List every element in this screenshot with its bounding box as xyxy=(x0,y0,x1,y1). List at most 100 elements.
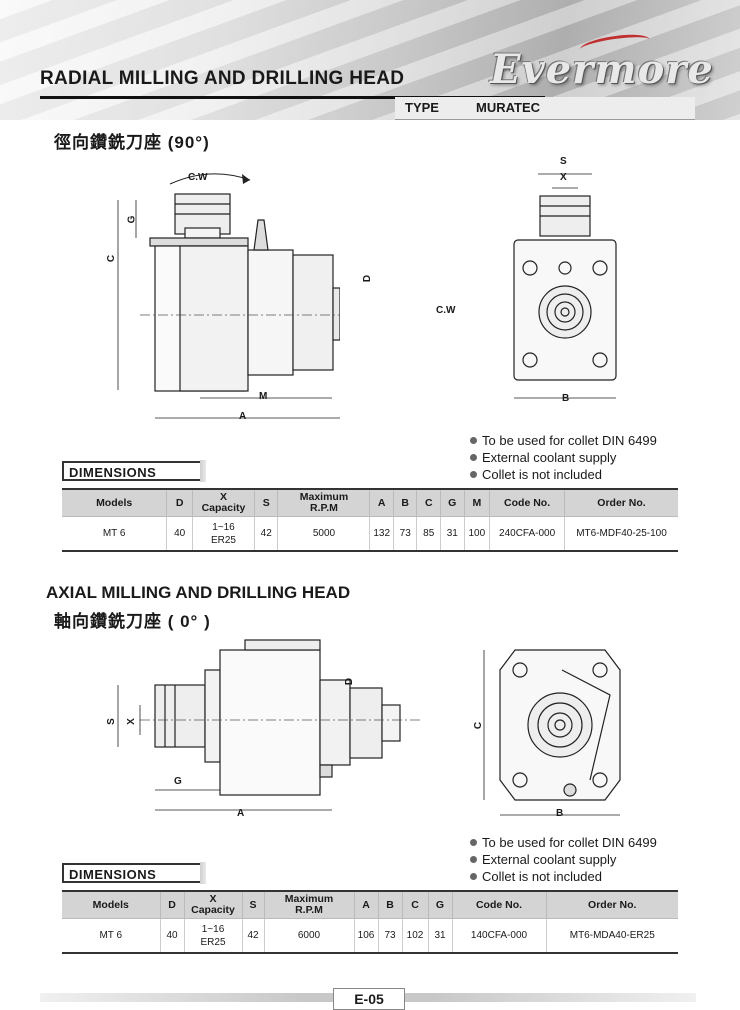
axial-main-body xyxy=(219,649,321,796)
th-models: Models xyxy=(62,892,161,919)
dim-g-label: G xyxy=(126,215,138,224)
type-label: TYPE xyxy=(405,100,439,115)
th-order: Order No. xyxy=(545,892,678,919)
cell-rpm: 5000 xyxy=(277,516,371,552)
radial-side-drawing xyxy=(117,173,340,419)
cw-top-label: C.W xyxy=(188,172,208,183)
axial-dim-x-label: X xyxy=(125,718,137,725)
th-s: S xyxy=(241,892,265,919)
cell-c: 85 xyxy=(416,516,441,552)
note-item: Collet is not included xyxy=(470,868,657,885)
th-code: Code No. xyxy=(489,490,566,517)
cell-d: 40 xyxy=(166,516,193,552)
cell-b: 73 xyxy=(392,516,418,552)
dim-d-label: D xyxy=(362,274,374,283)
axial-dim-b-label: B xyxy=(556,808,564,819)
cell-g: 31 xyxy=(440,516,465,552)
cell-b: 73 xyxy=(377,918,403,954)
note-item: Collet is not included xyxy=(470,466,657,483)
dim-b-label: B xyxy=(562,393,570,404)
table-top-rule xyxy=(62,488,678,490)
section1-title-cjk: 徑向鑽銑刀座 (90°) xyxy=(54,133,210,152)
cell-m: 100 xyxy=(463,516,491,552)
title-underline xyxy=(40,96,545,99)
axial-dim-c-label: C xyxy=(473,721,485,730)
dimensions-label-2: DIMENSIONS xyxy=(62,863,202,883)
top-plate xyxy=(149,237,249,247)
cell-order: MT6-MDA40-ER25 xyxy=(545,918,678,954)
th-d: D xyxy=(159,892,185,919)
axial-dim-s-label: S xyxy=(105,718,117,725)
th-code: Code No. xyxy=(451,892,547,919)
th-a: A xyxy=(353,892,379,919)
dim-s-label: S xyxy=(560,156,567,167)
cell-rpm: 6000 xyxy=(263,918,355,954)
cell-code: 240CFA-000 xyxy=(489,516,566,552)
section1-notes: To be used for collet DIN 6499 External … xyxy=(470,432,657,483)
th-d: D xyxy=(166,490,193,517)
th-g: G xyxy=(427,892,453,919)
radial-front-drawing xyxy=(513,173,617,399)
brand-logo: Evermore xyxy=(490,46,714,93)
cw-side-label: C.W xyxy=(436,305,456,316)
note-item: To be used for collet DIN 6499 xyxy=(470,834,657,851)
th-s: S xyxy=(253,490,279,517)
th-b: B xyxy=(377,892,403,919)
table2-top-rule xyxy=(62,890,678,892)
page-title: RADIAL MILLING AND DRILLING HEAD xyxy=(40,68,405,89)
axial-front-drawing xyxy=(483,649,621,816)
dim-a-label: A xyxy=(239,411,247,422)
cell-a: 106 xyxy=(353,918,379,954)
axial-side-drawing xyxy=(117,639,420,811)
cell-model: MT 6 xyxy=(62,918,161,954)
cell-a: 132 xyxy=(369,516,394,552)
cell-d: 40 xyxy=(159,918,185,954)
note-item: External coolant supply xyxy=(470,851,657,868)
axial-collet-nut xyxy=(154,684,206,748)
note-item: To be used for collet DIN 6499 xyxy=(470,432,657,449)
dimensions-tab-fill xyxy=(200,460,206,482)
header-background xyxy=(0,0,740,120)
cell-s: 42 xyxy=(241,918,265,954)
cell-code: 140CFA-000 xyxy=(451,918,547,954)
cell-c: 102 xyxy=(401,918,429,954)
axial-dim-d-label: D xyxy=(344,677,356,686)
th-order: Order No. xyxy=(564,490,678,517)
th-a: A xyxy=(369,490,394,517)
type-bar xyxy=(395,97,695,120)
axial-dim-g-label: G xyxy=(174,776,182,787)
section2-title-cjk: 軸向鑽銑刀座 ( 0° ) xyxy=(54,612,211,631)
th-g: G xyxy=(440,490,465,517)
note-item: External coolant supply xyxy=(470,449,657,466)
cell-g: 31 xyxy=(427,918,453,954)
dim-c-label: C xyxy=(106,254,118,263)
section2-title: AXIAL MILLING AND DRILLING HEAD xyxy=(46,583,351,602)
dim-m-label: M xyxy=(259,391,268,402)
th-c: C xyxy=(416,490,441,517)
cell-model: MT 6 xyxy=(62,516,168,552)
dimensions-label: DIMENSIONS xyxy=(62,461,202,481)
type-value: MURATEC xyxy=(476,100,541,115)
dim-x-label: X xyxy=(560,172,567,183)
dimensions-tab-fill-2 xyxy=(200,862,206,884)
page-number: E-05 xyxy=(333,988,405,1010)
th-c: C xyxy=(401,892,429,919)
th-b: B xyxy=(392,490,418,517)
th-m: M xyxy=(463,490,491,517)
cell-s: 42 xyxy=(253,516,279,552)
th-models: Models xyxy=(62,490,168,517)
axial-dim-a-label: A xyxy=(237,808,245,819)
cell-order: MT6-MDF40-25-100 xyxy=(564,516,678,552)
